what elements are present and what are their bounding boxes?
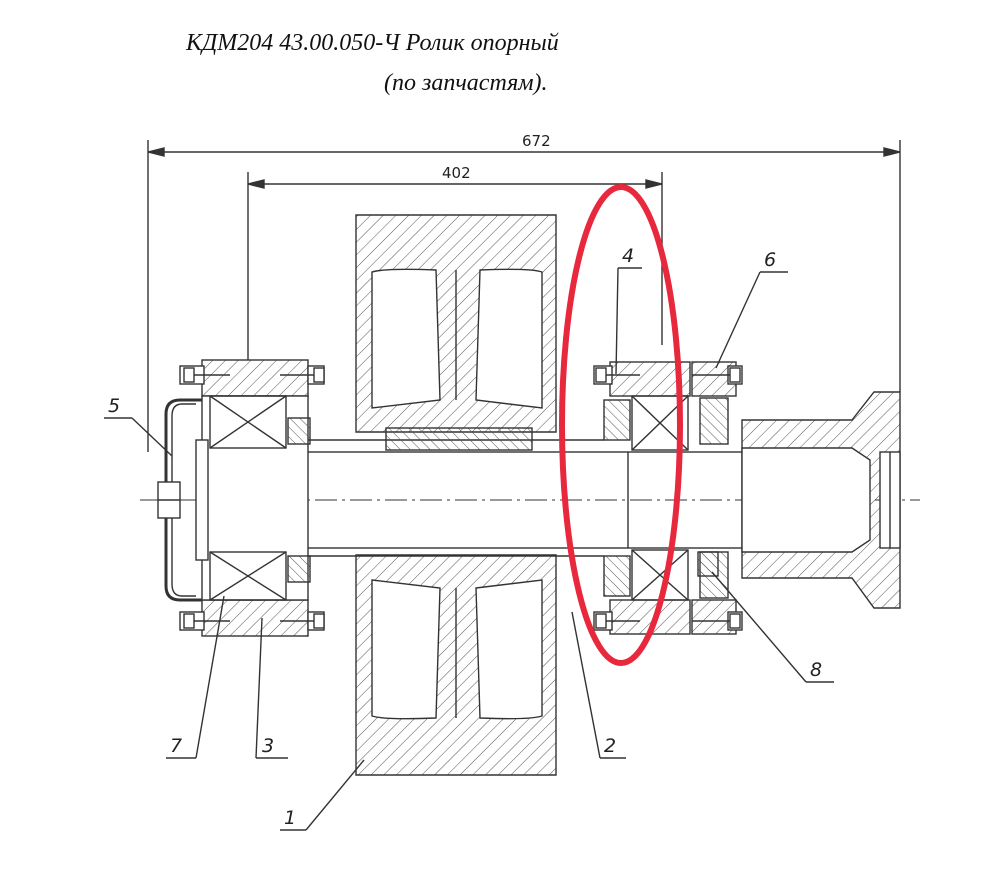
part-label-3: 3: [262, 735, 274, 757]
bolts: [183, 367, 741, 629]
title-line-1: КДМ204 43.00.050-Ч Ролик опорный: [186, 30, 559, 56]
part-label-6: 6: [764, 249, 776, 271]
wheel-part-1: [355, 214, 557, 776]
dimension-672-label: 672: [522, 132, 551, 150]
key: [385, 427, 533, 451]
dimension-402-label: 402: [442, 164, 471, 182]
title-line-2: (по запчастям).: [384, 70, 548, 96]
end-cover-part-5: [157, 398, 209, 602]
part-label-4: 4: [622, 245, 634, 267]
part-label-5: 5: [108, 395, 120, 417]
left-bearing-part-7: [209, 395, 287, 601]
dimension-672: [147, 140, 901, 452]
flange-hub: [741, 391, 901, 609]
left-seals: [287, 417, 311, 583]
seal-part-8: [697, 551, 719, 577]
highlight-ellipse: [559, 184, 683, 666]
leader-lines: [104, 267, 834, 831]
part-label-2: 2: [604, 735, 616, 757]
part-label-1: 1: [284, 807, 296, 829]
part-label-7: 7: [170, 735, 182, 757]
part-label-8: 8: [810, 659, 822, 681]
